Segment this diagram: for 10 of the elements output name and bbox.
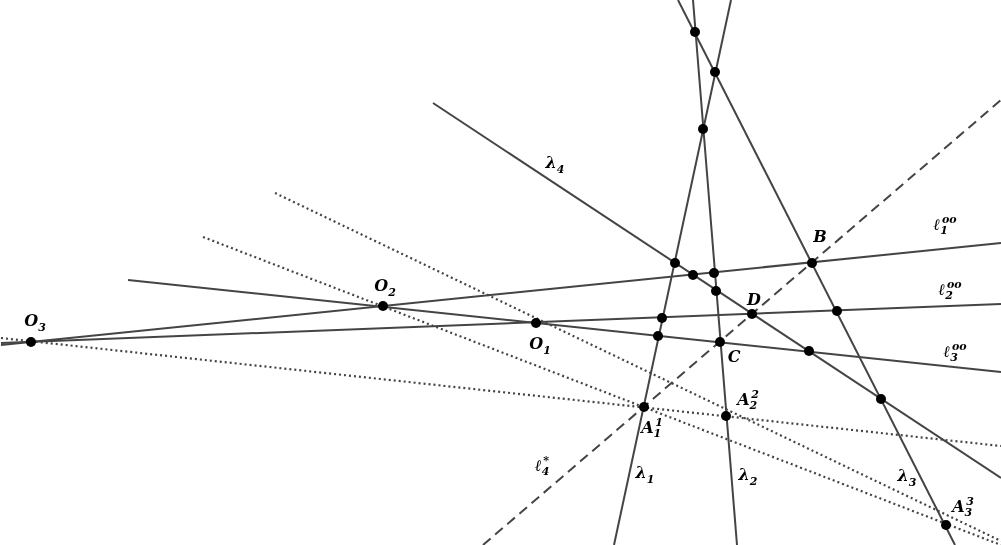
point-label: λ$_{4}$: [545, 155, 565, 175]
point-label: λ$_{2}$: [738, 467, 758, 487]
point-label: O$_{3}$: [24, 313, 46, 333]
point-label: O$_{2}$: [374, 278, 396, 298]
point-label: O$_{1}$: [529, 336, 551, 356]
point-label: C: [727, 349, 741, 365]
point-label: B: [813, 229, 827, 245]
point-label: λ$_{1}$: [635, 465, 655, 485]
point-label: λ$_{3}$: [897, 468, 917, 488]
point-label: D: [747, 292, 761, 308]
